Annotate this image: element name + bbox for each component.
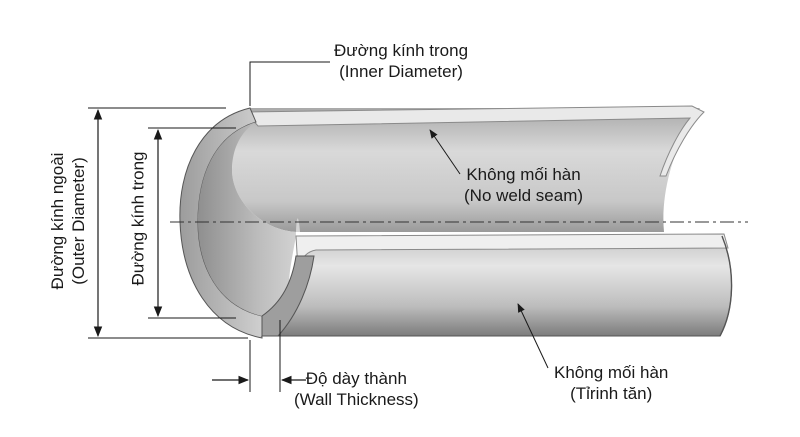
- lower-shell-body: [260, 235, 733, 337]
- pipe-inner-bore: [198, 122, 300, 316]
- no-weld-seam-lower-label: Không mối hàn (Tỉrinh tăn): [554, 362, 668, 404]
- no-weld-seam-lower-leader: [517, 303, 549, 369]
- inner-diameter-top-line1: Đường kính trong: [334, 41, 469, 60]
- upper-shell-inner-surface: [232, 108, 700, 232]
- wall-thickness-line2: (Wall Thickness): [294, 390, 419, 409]
- wall-thickness-line1: Độ dày thành: [305, 369, 407, 388]
- inner-diameter-side-label: Đường kính trong: [128, 139, 149, 299]
- inner-diameter-top-line2: (Inner Diameter): [339, 62, 463, 81]
- wall-thickness-face: [261, 255, 315, 337]
- no-weld-seam-leader: [429, 129, 461, 175]
- no-weld-seam-label: Không mối hàn (No weld seam): [464, 164, 583, 206]
- inner-diameter-side-line1: Đường kính trong: [128, 151, 148, 286]
- upper-shell-cut-edge: [244, 105, 705, 177]
- no-weld-seam-line2: (No weld seam): [464, 186, 584, 205]
- no-weld-seam-lower-line1: Không mối hàn: [554, 363, 669, 382]
- lower-shell-end: [719, 235, 733, 337]
- no-weld-seam-line1: Không mối hàn: [466, 165, 581, 184]
- inner-diameter-leader: [249, 61, 330, 106]
- inner-diameter-top-label: Đường kính trong (Inner Diameter): [334, 40, 468, 82]
- wall-thickness-label: Độ dày thành (Wall Thickness): [294, 368, 419, 410]
- outer-diameter-label: Đường kính ngoài (Outer Diameter): [47, 131, 89, 311]
- outer-diameter-line1: Đường kính ngoài: [48, 152, 67, 290]
- outer-diameter-line2: (Outer Diameter): [69, 157, 88, 285]
- no-weld-seam-lower-line2: (Tỉrinh tăn): [570, 384, 653, 403]
